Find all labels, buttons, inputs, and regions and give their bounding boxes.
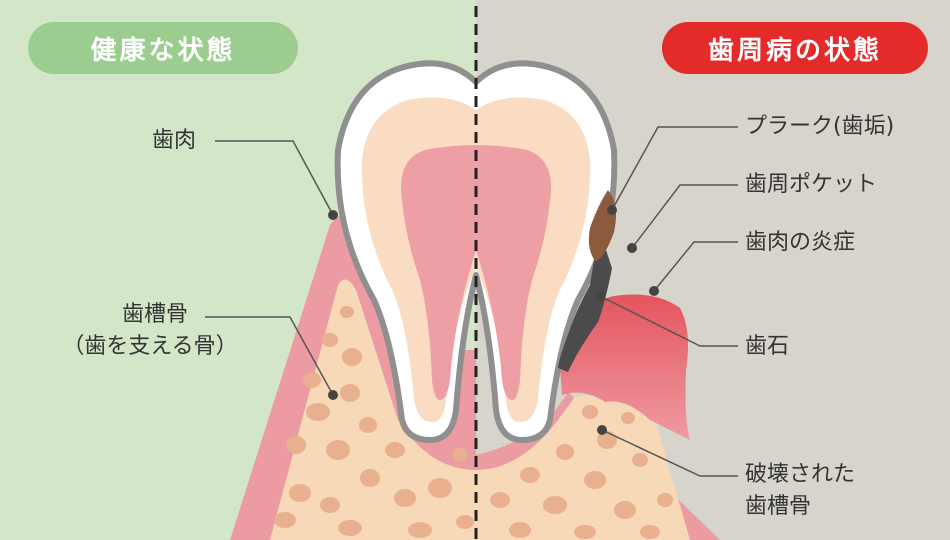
pocket-label: 歯周ポケット xyxy=(745,170,877,200)
gum-inflammation-label: 歯肉の炎症 xyxy=(745,228,855,258)
calculus-label: 歯石 xyxy=(745,332,789,362)
gum-label: 歯肉 xyxy=(152,126,196,156)
plaque-label: プラーク(歯垢) xyxy=(745,112,894,142)
healthy-state-badge: 健康な状態 xyxy=(28,22,298,74)
destroyed-bone-label-1: 破壊された xyxy=(745,460,855,490)
destroyed-bone-label-2: 歯槽骨 xyxy=(745,492,811,522)
alveolar-bone-sublabel: （歯を支える骨） xyxy=(52,332,248,362)
periodontal-state-badge: 歯周病の状態 xyxy=(662,22,928,74)
alveolar-bone-label: 歯槽骨 xyxy=(90,300,220,330)
